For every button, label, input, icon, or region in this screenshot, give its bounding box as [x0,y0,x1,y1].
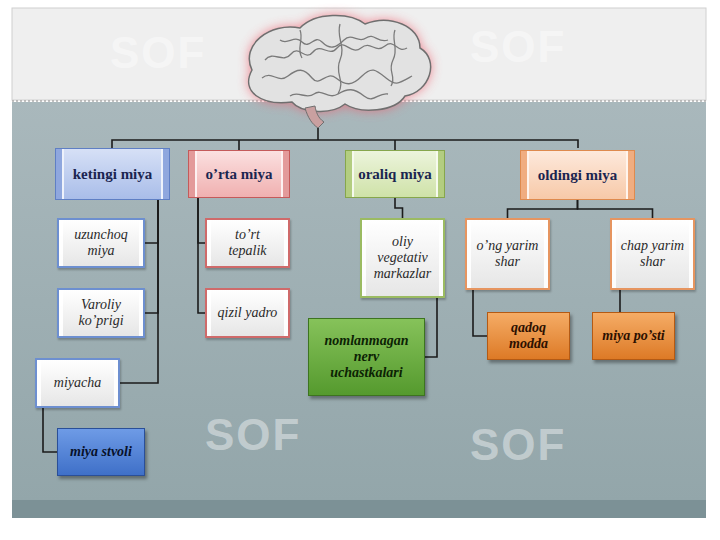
connector [395,198,403,218]
sub-part-box: chap yarim shar [610,218,695,290]
connector [425,298,437,357]
watermark: SOF [470,22,566,72]
node-text: chap yarim shar [620,238,685,269]
node-text: o’ng yarim shar [475,238,540,269]
node-text: miya stvoli [70,444,132,460]
brain-part-box: o’rta miya [188,150,290,198]
sub-part-box: oliy vegetativ markazlar [360,218,445,298]
node-text: uzunchoq miya [67,227,135,258]
sub-part-box: o’ng yarim shar [465,218,550,290]
node-text: ketingi miya [73,166,153,183]
node-text: nomlanmagan nerv uchastkalari [317,333,416,380]
sub-part-box: miyacha [35,358,120,408]
node-text: miyacha [54,375,101,391]
tree-bus [112,128,578,150]
node-text: Varoliy ko’prigi [67,297,135,328]
connector [619,290,621,312]
connector [508,200,578,218]
node-text: to’rt tepalik [215,227,280,258]
sub-part-box: Varoliy ko’prigi [57,288,145,338]
result-box: nomlanmagan nerv uchastkalari [308,318,425,396]
result-box: qadoq modda [487,312,570,360]
connector [578,200,653,218]
node-text: oldingi miya [538,167,618,184]
result-box: miya po’sti [592,312,675,360]
sub-part-box: uzunchoq miya [57,218,145,268]
watermark: SOF [205,410,301,460]
node-text: qadoq modda [496,320,561,351]
node-text: oliy vegetativ markazlar [370,234,435,281]
panel [12,102,706,502]
brain-illustration [249,15,431,128]
sub-part-box: qizil yadro [205,288,290,338]
bottom-strip [12,500,706,518]
watermark: SOF [110,28,206,78]
connector [198,198,205,243]
node-text: miya po’sti [602,328,664,344]
connector [145,200,158,313]
connector [43,408,57,452]
brain-part-box: ketingi miya [55,148,170,200]
node-text: qizil yadro [218,305,278,321]
watermark: SOF [470,420,566,470]
node-text: oraliq miya [358,166,432,183]
sub-part-box: to’rt tepalik [205,218,290,268]
connector [145,200,158,243]
connector [473,290,487,336]
connector [198,198,205,313]
result-box: miya stvoli [57,428,145,476]
node-text: o’rta miya [205,166,272,183]
brain-part-box: oldingi miya [520,150,635,200]
brain-part-box: oraliq miya [345,150,445,198]
